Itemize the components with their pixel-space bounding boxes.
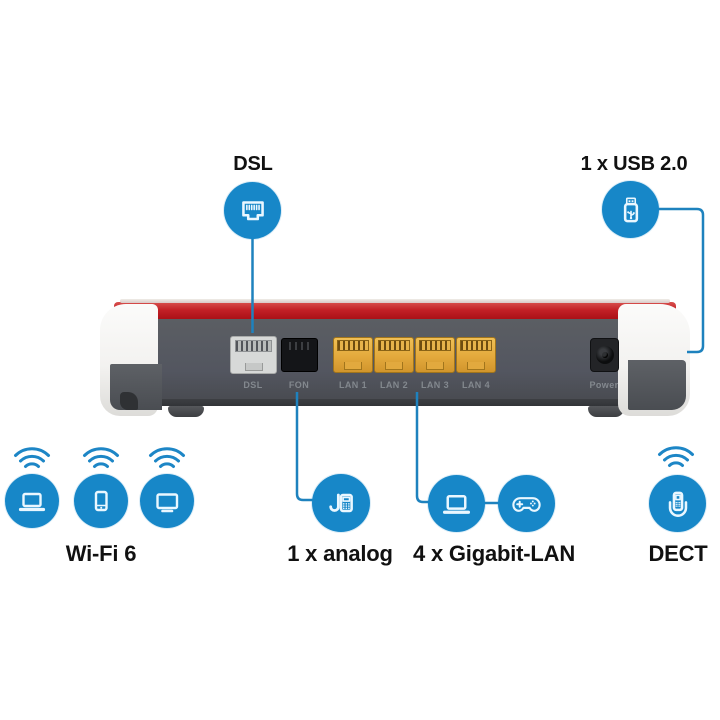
lan-port-2 (374, 337, 414, 373)
wifi-arcs-icon (143, 442, 191, 477)
router-red-top (114, 299, 676, 320)
callout-label-wifi: Wi-Fi 6 (65, 541, 137, 566)
callout-label-usb: 1 x USB 2.0 (580, 153, 688, 175)
usb-badge (602, 181, 659, 238)
dect-badge (649, 475, 706, 532)
lan-port-pins (460, 340, 492, 351)
usb-stick-icon (623, 197, 638, 222)
analog-badge (312, 474, 370, 532)
wifi-arcs-icon (8, 442, 56, 477)
callout-label-dsl: DSL (233, 153, 273, 175)
router-image: DSL FON LAN 1 LAN 2 LAN 3 LAN 4 (100, 296, 690, 430)
wifi-arcs-icon (77, 442, 125, 477)
lan-port-4 (456, 337, 496, 373)
lan-gamepad-badge (498, 475, 555, 532)
lan-port-3 (415, 337, 455, 373)
callout-label-analog: 1 x analog (287, 541, 393, 566)
callout-label-lan: 4 x Gigabit-LAN (412, 541, 576, 566)
dsl-port-pins (235, 340, 272, 352)
fon-port-pins (289, 342, 310, 350)
router-shadow (128, 412, 668, 424)
power-port (590, 338, 619, 372)
lan-port-latch (467, 362, 485, 370)
cable-notch (120, 392, 138, 410)
laptop-icon (442, 495, 471, 514)
wifi-laptop-badge (5, 474, 59, 528)
tv-icon (156, 493, 179, 513)
lan-port-pins (378, 340, 410, 351)
port-label-power: Power (589, 380, 619, 390)
port-label-lan3: LAN 3 (420, 380, 450, 390)
lan-port-pins (337, 340, 369, 351)
port-label-lan2: LAN 2 (379, 380, 409, 390)
dsl-badge (224, 182, 281, 239)
lan-port-1 (333, 337, 373, 373)
desk-phone-icon (329, 493, 353, 513)
router-right-inset (628, 360, 686, 410)
router-foot-left (168, 406, 204, 417)
dsl-port (230, 336, 277, 374)
lan-port-latch (344, 362, 362, 370)
dect-handset-icon (668, 491, 687, 517)
fon-port (281, 338, 318, 372)
laptop-icon (18, 492, 46, 512)
rj45-jack-icon (241, 200, 264, 220)
port-label-dsl: DSL (243, 380, 263, 390)
port-label-fon: FON (288, 380, 310, 390)
gamepad-icon (512, 497, 541, 512)
router-foot-right (588, 406, 624, 417)
power-pin (601, 352, 608, 358)
lan-port-latch (385, 362, 403, 370)
wifi-smartphone-badge (74, 474, 128, 528)
power-barrel (595, 346, 614, 364)
port-label-lan1: LAN 1 (338, 380, 368, 390)
lan-port-pins (419, 340, 451, 351)
dsl-port-latch (244, 363, 263, 371)
wifi-tv-badge (140, 474, 194, 528)
lan-port-latch (426, 362, 444, 370)
callout-label-dect: DECT (648, 541, 708, 566)
wifi-arcs-icon (652, 441, 700, 476)
lan-laptop-badge (428, 475, 485, 532)
port-label-lan4: LAN 4 (461, 380, 491, 390)
smartphone-icon (94, 490, 108, 512)
